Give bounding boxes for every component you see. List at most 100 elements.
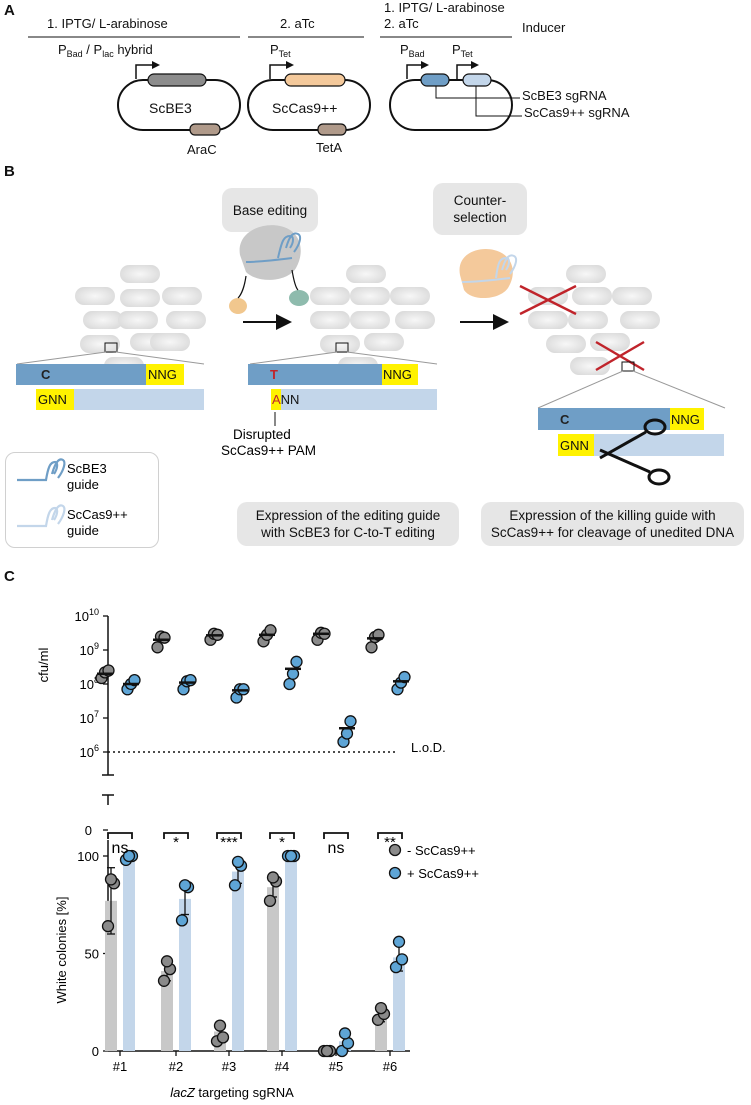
- cfu-tick-label: 106: [80, 743, 99, 760]
- bacterium-cell: [80, 335, 120, 353]
- cfu-point: [398, 670, 411, 684]
- plasmid2-promoter: PTet: [270, 42, 291, 59]
- white-colonies-point: [284, 849, 298, 863]
- seq3-top-base: C: [560, 412, 570, 427]
- white-colonies-bar: [179, 898, 191, 1051]
- sccas9-guide-icon: [17, 504, 66, 528]
- bar-x-tick-label: #4: [275, 1059, 289, 1074]
- white-colonies-point: [392, 935, 406, 948]
- plasmid1-promoter: PBad / Plac hybrid: [58, 42, 153, 59]
- significance-bracket: [163, 832, 189, 839]
- panel-c-letter: C: [4, 568, 15, 585]
- white-colonies-bar: [105, 900, 117, 1051]
- bacterium-cell: [590, 333, 630, 351]
- legend-plus-marker: [388, 866, 402, 880]
- scbe3-sgrna-box: [420, 73, 450, 87]
- scbe3-gene-box: [147, 73, 207, 87]
- counter-selection-text-2: selection: [453, 210, 507, 225]
- sequence-cleavage: C NNG GNN: [538, 408, 724, 456]
- bar-x-tick-label: #5: [329, 1059, 343, 1074]
- seq2-bottom: ANN: [272, 392, 299, 407]
- white-colonies-bar: [161, 971, 173, 1051]
- legend-scbe3-line1: ScBE3: [67, 461, 107, 476]
- plasmid3-step2-label: 2. aTc: [384, 16, 419, 31]
- significance-label: ***: [220, 834, 238, 851]
- significance-label: ns: [112, 840, 129, 857]
- bacterium-cell: [572, 287, 612, 305]
- bar-x-tick-label: #6: [383, 1059, 397, 1074]
- cfu-tick-label-zero: 0: [85, 823, 92, 838]
- lod-label: L.o.D.: [411, 740, 446, 755]
- white-colonies-bar: [285, 856, 297, 1051]
- white-colonies-point: [122, 849, 136, 863]
- bacterium-cell: [83, 311, 123, 329]
- scbe3-guide-icon: [17, 458, 66, 482]
- cfu-tick-label: 109: [80, 641, 99, 658]
- bacterium-cell: [350, 287, 390, 305]
- killing-caption-line-1: Expression of the killing guide with: [509, 508, 716, 523]
- cfu-point: [290, 655, 303, 668]
- killing-guide-caption: Expression of the killing guide with ScC…: [481, 502, 744, 546]
- white-colonies-point: [320, 1044, 334, 1058]
- bacterium-cell: [546, 335, 586, 353]
- white-colonies-point: [101, 920, 115, 933]
- base-editing-label: Base editing: [222, 188, 318, 232]
- sccas9-protein-icon: [459, 249, 518, 299]
- white-colonies-y-label: White colonies [%]: [54, 897, 69, 1004]
- bacterium-cell: [350, 311, 390, 329]
- seq1-bottom: GNN: [38, 392, 67, 407]
- significance-label: *: [279, 834, 285, 851]
- bacterium-cell: [310, 287, 350, 305]
- plasmid3-promoter1: PBad: [400, 42, 425, 59]
- white-colonies-bar: [123, 857, 135, 1051]
- cfu-point: [151, 641, 164, 654]
- significance-bracket: [107, 832, 133, 839]
- bacterium-cell: [120, 289, 160, 307]
- significance-label: **: [384, 834, 396, 851]
- seq1-top-base: C: [41, 367, 51, 382]
- cfu-y-label: cfu/ml: [36, 648, 51, 683]
- editing-guide-caption: Expression of the editing guide with ScB…: [237, 502, 459, 546]
- white-colonies-point: [266, 871, 280, 884]
- bacterium-cell: [568, 311, 608, 329]
- cfu-point: [158, 631, 171, 644]
- chart-legend: - ScCas9++ + ScCas9++: [388, 843, 479, 881]
- white-colonies-marks: ns*****ns**: [101, 832, 409, 1058]
- significance-bracket: [377, 832, 403, 839]
- seq2-pam: NNG: [383, 367, 412, 382]
- bacterium-cell: [570, 357, 610, 375]
- plasmid3-ring: [389, 79, 513, 131]
- legend-scbe3-line2: guide: [67, 477, 99, 492]
- disrupted-label-2: ScCas9++ PAM: [221, 443, 316, 458]
- bar-y-tick-label: 50: [85, 947, 99, 962]
- seq3-bottom: GNN: [560, 438, 589, 453]
- sequence-before-edit: C NNG GNN: [16, 364, 204, 410]
- bar-y-tick-label: 100: [77, 849, 99, 864]
- teta-label: TetA: [316, 140, 342, 155]
- legend-minus-label: - ScCas9++: [407, 843, 476, 858]
- bacteria-cells: [75, 265, 660, 375]
- significance-bracket: [323, 832, 349, 839]
- bar-y-tick-label: 0: [92, 1044, 99, 1059]
- white-colonies-point: [160, 955, 174, 968]
- legend-sccas9-line2: guide: [67, 523, 99, 538]
- cfu-point: [344, 715, 357, 728]
- seq2-top-base: T: [270, 367, 278, 382]
- bacterium-cell: [320, 335, 360, 353]
- legend-minus-marker: [388, 843, 402, 857]
- cfu-point: [340, 727, 354, 740]
- white-colonies-point: [228, 879, 242, 892]
- significance-label: ns: [328, 840, 345, 857]
- editing-caption-line-1: Expression of the editing guide: [255, 508, 441, 523]
- kill-cross-line: [595, 340, 645, 372]
- base-editing-text: Base editing: [232, 202, 308, 218]
- bacterium-cell: [75, 287, 115, 305]
- cfu-tick-label: 1010: [75, 607, 99, 624]
- plasmid3-step1-label: 1. IPTG/ L-arabinose: [384, 0, 505, 15]
- white-colonies-point: [104, 873, 118, 886]
- kill-cross-line: [519, 284, 577, 316]
- disrupted-label-1: Disrupted: [233, 427, 291, 442]
